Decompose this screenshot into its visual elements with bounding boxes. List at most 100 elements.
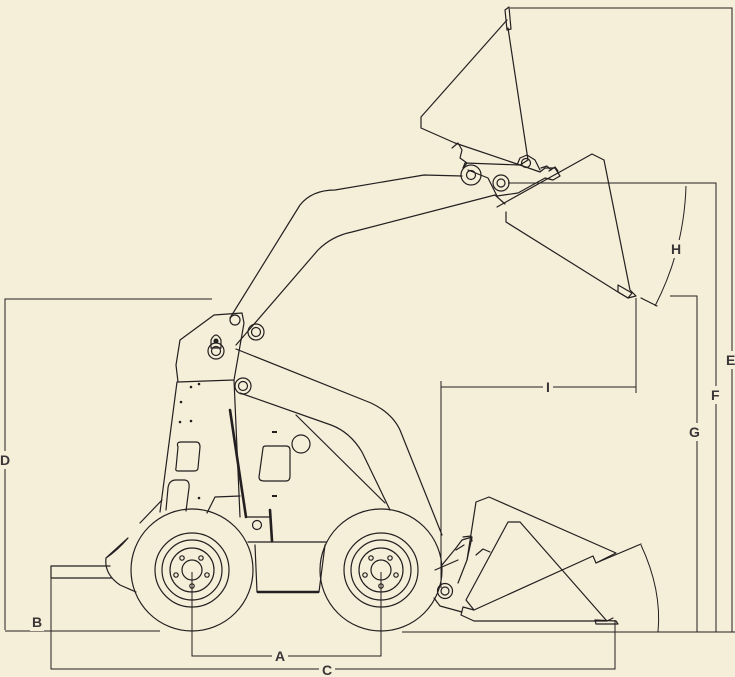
rivet — [272, 431, 277, 433]
rivet — [197, 382, 201, 386]
step-rail-right — [268, 508, 274, 543]
lug-nut — [179, 555, 185, 561]
arm-pivot-inner — [250, 326, 262, 338]
lug-nut — [198, 555, 204, 561]
rear-rim-outer — [154, 532, 230, 608]
lug-nut — [173, 572, 179, 578]
rivet — [272, 495, 277, 497]
bucket-cutting-edge-top — [504, 6, 512, 31]
side-panel — [258, 445, 291, 482]
label-bg — [725, 351, 735, 369]
label-bg — [30, 613, 44, 631]
label-bg — [709, 386, 723, 404]
front-hub — [358, 547, 404, 593]
raised-bucket — [420, 6, 561, 197]
lug-nut — [368, 555, 374, 561]
front-rim-outer — [343, 532, 419, 608]
rear-bumper-plate — [50, 565, 113, 579]
rear-rim-inner — [161, 539, 223, 601]
bucket-pivot-inner — [465, 169, 477, 181]
lug-nut — [387, 555, 393, 561]
front-axle — [370, 559, 392, 581]
lug-nut — [362, 572, 368, 578]
bucket-hook-top — [540, 165, 559, 172]
dimension-f-line — [508, 182, 717, 632]
bucket-hitch-pin-outer — [436, 582, 454, 600]
tower-pivot-inner — [210, 345, 222, 357]
lug-nut — [204, 572, 210, 578]
rivet — [197, 496, 201, 500]
lift-arm-upper-edge — [229, 174, 463, 319]
tower-pivot-outer — [207, 342, 225, 360]
rear-tire — [130, 508, 254, 632]
rear-bumper — [50, 565, 113, 579]
access-hole — [291, 434, 311, 454]
lug-nut — [393, 572, 399, 578]
label-f: F — [711, 387, 720, 403]
bucket-top-lip — [595, 543, 642, 564]
lug-nut — [189, 583, 195, 589]
link-pin-outer — [234, 377, 252, 395]
dimension-e-line — [510, 7, 733, 632]
lift-arm-lower-edge — [235, 194, 506, 346]
label-e: E — [726, 352, 735, 368]
bucket-hitch-pin-inner — [440, 586, 450, 596]
link-pivot-inner — [496, 178, 506, 188]
rear-wheel — [130, 508, 254, 632]
dump-bucket-shell — [496, 153, 637, 299]
tower-plate — [175, 312, 245, 383]
link-pivot-outer — [492, 174, 510, 192]
bucket-reach-arc — [640, 544, 660, 633]
tower-bolt — [213, 338, 219, 344]
label-bg — [688, 423, 704, 441]
label-bg — [543, 378, 553, 396]
dimension-lines — [4, 7, 735, 670]
dump-bucket-tip — [640, 297, 658, 307]
dimension-g-line — [670, 295, 698, 632]
fender-edge — [206, 495, 241, 514]
tower-pin — [229, 314, 241, 326]
label-d: D — [0, 452, 10, 468]
rivet — [179, 400, 183, 404]
rear-handle — [165, 479, 190, 512]
tilt-pivot — [520, 157, 532, 169]
rear-counterweight — [105, 499, 163, 593]
machine-body — [105, 312, 327, 594]
label-bg — [272, 647, 288, 665]
bucket-hooks — [455, 535, 491, 556]
rear-axle — [181, 559, 203, 581]
lowered-bucket-shell — [457, 496, 617, 622]
bucket-hitch — [441, 536, 473, 566]
bucket-link — [433, 597, 463, 613]
lower-arm-lower-edge — [239, 392, 391, 511]
label-a: A — [275, 648, 285, 664]
rivet — [189, 385, 193, 389]
dimension-labels: D B A C I H G F E — [0, 240, 735, 677]
rivet — [178, 420, 182, 424]
label-c: C — [322, 662, 332, 677]
label-bg — [0, 451, 12, 469]
tower-bracket — [210, 334, 222, 349]
dimension-d-line — [4, 298, 212, 630]
dump-bucket — [496, 153, 658, 307]
lowered-bucket-inner — [465, 521, 607, 621]
rear-hub — [169, 547, 215, 593]
bucket-pivot-outer — [460, 164, 482, 186]
belly-pan — [254, 544, 326, 593]
front-wheel — [319, 508, 443, 632]
lowered-bucket — [433, 496, 642, 625]
lower-arm-inner-edge — [295, 414, 386, 504]
arm-pivot-outer — [247, 323, 265, 341]
step-rail — [228, 408, 248, 519]
label-h: H — [671, 241, 681, 257]
dump-bucket-edge — [617, 284, 633, 299]
chassis-rear-edge — [159, 381, 178, 513]
link-pin-inner — [237, 380, 249, 392]
label-bg — [319, 661, 335, 677]
lug-nut — [378, 583, 384, 589]
label-g: G — [689, 424, 700, 440]
dimension-c-line — [50, 566, 616, 670]
rivet — [189, 419, 193, 423]
